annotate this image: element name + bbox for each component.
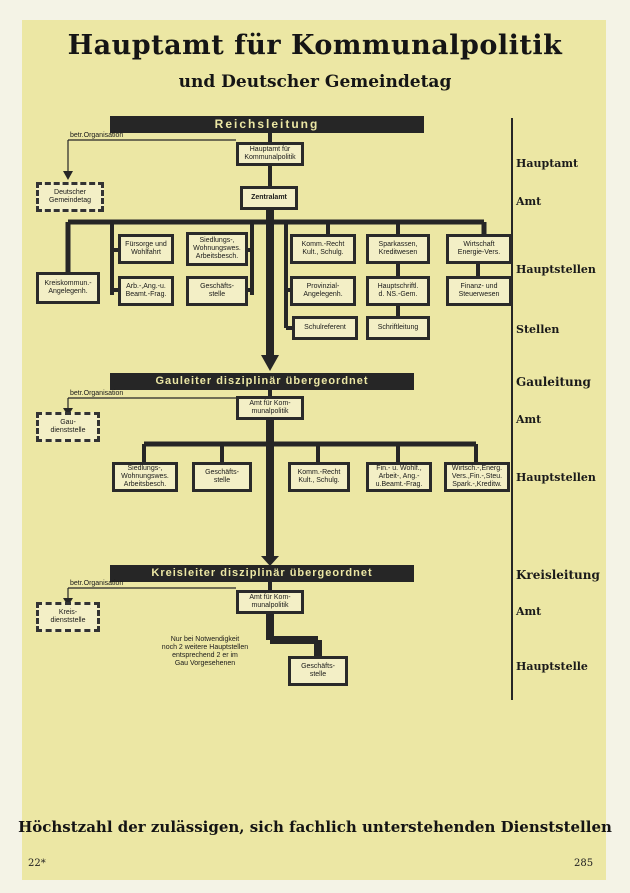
hauptstelle-box: Sparkassen, Kreditwesen <box>366 234 430 264</box>
level-label: Kreisleitung <box>516 568 600 582</box>
kreis-dienststelle-box: Kreis- dienststelle <box>36 602 100 632</box>
level-label: Gauleitung <box>516 375 591 389</box>
page-title: Hauptamt für Kommunalpolitik <box>67 30 563 61</box>
betr-organisation-label: betr.Organisation <box>70 390 124 397</box>
betr-organisation-label: betr.Organisation <box>70 132 124 139</box>
footer-caption: Höchstzahl der zulässigen, sich fachlich… <box>18 818 612 836</box>
hauptstelle-box: Geschäfts- stelle <box>186 276 248 306</box>
hauptstelle-box: Finanz- und Steuerwesen <box>446 276 512 306</box>
zentralamt-box: Zentralamt <box>240 186 298 210</box>
gemeindetag-box: Deutscher Gemeindetag <box>36 182 104 212</box>
hauptstelle-box: Fürsorge und Wohlfahrt <box>118 234 174 264</box>
level-label: Amt <box>516 413 542 426</box>
gau-hauptstelle-box: Geschäfts- stelle <box>192 462 252 492</box>
level-label: Hauptstellen <box>516 471 596 484</box>
level-label: Hauptamt <box>516 157 579 170</box>
kreis-amt-box: Amt für Kom- munalpolitik <box>236 590 304 614</box>
hauptstelle-box: Komm.-Recht Kult., Schulg. <box>290 234 356 264</box>
gau-amt-box: Amt für Kom- munalpolitik <box>236 396 304 420</box>
hauptstelle-box: Kreiskommun.- Angelegenh. <box>36 272 100 304</box>
gau-hauptstelle-box: Komm.-Recht Kult., Schulg. <box>288 462 350 492</box>
reichsleitung-bar: Reichsleitung <box>110 116 424 133</box>
hauptstelle-box: Arb.-,Ang.-u. Beamt.-Frag. <box>118 276 174 306</box>
hauptstelle-box: Wirtschaft Energie-Vers. <box>446 234 512 264</box>
kreis-note: Nur bei Notwendigkeit noch 2 weitere Hau… <box>161 636 249 667</box>
level-label: Hauptstelle <box>516 660 588 673</box>
kreis-geschaeft-box: Geschäfts- stelle <box>288 656 348 686</box>
page-subtitle: und Deutscher Gemeindetag <box>178 72 452 92</box>
page-number: 285 <box>574 858 594 869</box>
gau-hauptstelle-box: Wirtsch.-,Energ. Vers.,Fin.-,Steu. Spark… <box>444 462 510 492</box>
hauptstelle-box: Hauptschriftl. d. NS.-Gem. <box>366 276 430 306</box>
page-mark-left: 22* <box>28 858 46 869</box>
hauptstelle-box: Provinzial- Angelegenh. <box>290 276 356 306</box>
level-label: Amt <box>516 195 542 208</box>
gau-hauptstelle-box: Fin.- u. Wohlf., Arbeit-, Ang.- u.Beamt.… <box>366 462 432 492</box>
gauleiter-bar: Gauleiter disziplinär übergeordnet <box>110 373 414 390</box>
gau-dienststelle-box: Gau- dienststelle <box>36 412 100 442</box>
hauptamt-box: Hauptamt für Kommunalpolitik <box>236 142 304 166</box>
level-label: Stellen <box>516 323 560 336</box>
page-background <box>22 20 606 880</box>
schulreferent-box: Schulreferent <box>292 316 358 340</box>
level-label: Hauptstellen <box>516 263 596 276</box>
kreisleiter-bar: Kreisleiter disziplinär übergeordnet <box>110 565 414 582</box>
betr-organisation-label: betr.Organisation <box>70 580 124 587</box>
schriftleitung-box: Schriftleitung <box>366 316 430 340</box>
gau-hauptstelle-box: Siedlungs-, Wohnungswes. Arbeitsbesch. <box>112 462 178 492</box>
hauptstelle-box: Siedlungs-, Wohnungswes. Arbeitsbesch. <box>186 232 248 266</box>
level-label: Amt <box>516 605 542 618</box>
